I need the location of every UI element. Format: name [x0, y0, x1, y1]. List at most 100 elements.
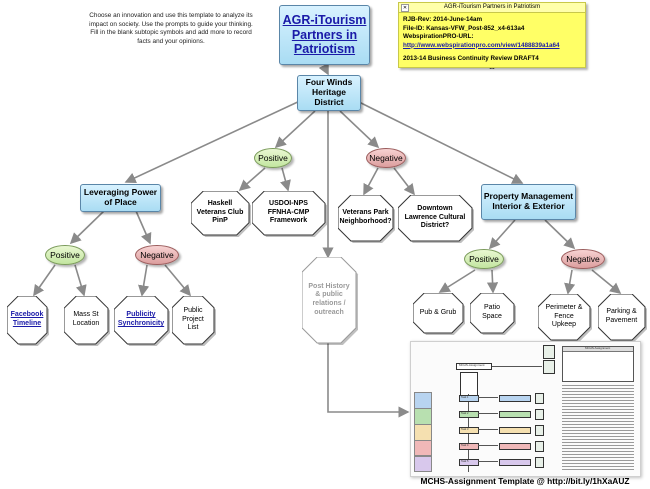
property-negative[interactable]: Negative — [561, 249, 605, 269]
template-header-bar — [563, 347, 633, 352]
task-output-box[interactable] — [499, 427, 531, 434]
leaf-mass-st-label: Mass St Location — [72, 311, 100, 327]
note-title: AGR-iTourism Partners in Patriotism — [443, 4, 541, 10]
note-url-link[interactable]: http://www.webspirationpro.com/view/1488… — [403, 41, 560, 49]
task-label: Task 1 — [461, 396, 469, 399]
close-icon[interactable]: ✕ — [401, 4, 409, 12]
leaf-facebook-shape — [7, 296, 49, 346]
info-note: ✕ AGR-iTourism Partners in Patriotism RJ… — [398, 2, 586, 71]
leaf-patio-shape — [470, 293, 516, 335]
template-thumbnail[interactable]: MCHS-Assignment MCHS Assignment Task 1 Ta… — [410, 341, 641, 477]
leaf-pub-grub[interactable]: Pub & Grub — [413, 293, 465, 335]
leaf-parking-shape — [598, 294, 647, 342]
leaf-post-history-shape — [302, 257, 358, 345]
property-positive[interactable]: Positive — [464, 249, 504, 269]
leaf-downtown-label: Downtown Lawrence Cultural District? — [404, 204, 466, 230]
task-lane — [414, 456, 432, 472]
root-node[interactable]: AGR-iTourism Partners in Patriotism — [279, 5, 370, 65]
leaf-publicity-shape — [114, 296, 170, 346]
task-box[interactable]: Task 5 — [459, 459, 479, 466]
task-box[interactable]: Task 3 — [459, 427, 479, 434]
task-link-line — [478, 413, 498, 414]
template-caption[interactable]: MCHS-Assignment Template @ http://bit.ly… — [420, 476, 630, 486]
leaf-haskell[interactable]: Haskell Veterans Club PinP — [191, 191, 251, 237]
task-description-box — [460, 372, 478, 396]
leaf-public-project[interactable]: Public Project List — [172, 296, 216, 346]
task-link-line — [478, 429, 498, 430]
task-box[interactable]: Task 1 — [459, 395, 479, 402]
task-link-line — [478, 445, 498, 446]
note-ellipsis: ... — [489, 63, 495, 71]
assignment-box: MCHS-Assignment — [456, 363, 492, 370]
leaf-publicity[interactable]: Publicity Synchronicity — [114, 296, 170, 346]
task-box[interactable]: Task 4 — [459, 443, 479, 450]
leaf-haskell-shape — [191, 191, 251, 237]
leaf-veterans-park-shape — [338, 195, 395, 243]
leaf-parking-label: Parking & Pavement — [605, 308, 638, 324]
note-titlebar: ✕ AGR-iTourism Partners in Patriotism — [399, 3, 585, 13]
task-label: Task 5 — [461, 460, 469, 463]
doc-icon — [535, 393, 544, 404]
note-url-label: WebspirationPRO-URL: — [403, 33, 474, 40]
root-node-label: AGR-iTourism Partners in Patriotism — [282, 13, 367, 57]
leaf-mass-st[interactable]: Mass St Location — [64, 296, 110, 346]
doc-icon — [535, 409, 544, 420]
property-node[interactable]: Property Management Interior & Exterior — [481, 184, 576, 220]
task-output-box[interactable] — [499, 459, 531, 466]
doc-icon-1 — [543, 345, 555, 359]
leaf-perimeter-label: Perimeter & Fence Upkeep — [545, 303, 583, 329]
leaf-public-project-shape — [172, 296, 216, 346]
middle-negative[interactable]: Negative — [366, 148, 406, 168]
task-box[interactable]: Task 2 — [459, 411, 479, 418]
leaf-public-project-label: Public Project List — [182, 306, 204, 332]
task-output-box[interactable] — [499, 411, 531, 418]
leveraging-negative[interactable]: Negative — [135, 245, 179, 265]
leaf-facebook-label: Facebook Timeline — [10, 311, 44, 327]
leaf-downtown[interactable]: Downtown Lawrence Cultural District? — [398, 195, 474, 243]
leaf-veterans-park-label: Veterans Park Neighborhood? — [339, 209, 392, 225]
leaf-perimeter[interactable]: Perimeter & Fence Upkeep — [538, 294, 592, 342]
leaf-haskell-label: Haskell Veterans Club PinP — [196, 199, 244, 225]
leaf-veterans-park[interactable]: Veterans Park Neighborhood? — [338, 195, 395, 243]
leaf-parking[interactable]: Parking & Pavement — [598, 294, 647, 342]
leaf-publicity-label: Publicity Synchronicity — [117, 311, 165, 327]
leaf-post-history[interactable]: Post History & public relations / outrea… — [302, 257, 358, 345]
doc-icon-2 — [543, 360, 555, 374]
assignment-label: MCHS-Assignment — [459, 363, 485, 367]
instructions-text — [562, 383, 634, 471]
leaf-mass-st-shape — [64, 296, 110, 346]
task-label: Task 3 — [461, 428, 469, 431]
leaf-pub-grub-shape — [413, 293, 465, 335]
leaf-facebook[interactable]: Facebook Timeline — [7, 296, 49, 346]
leveraging-node[interactable]: Leveraging Power of Place — [80, 184, 161, 212]
template-header: MCHS Assignment — [562, 346, 634, 382]
intro-text: Choose an innovation and use this templa… — [89, 12, 253, 45]
task-link-line — [478, 461, 498, 462]
task-lane — [414, 440, 432, 456]
leaf-pub-grub-label: Pub & Grub — [419, 308, 457, 316]
leaf-patio[interactable]: Patio Space — [470, 293, 516, 335]
doc-icon — [535, 425, 544, 436]
leaf-perimeter-shape — [538, 294, 592, 342]
template-header-label: MCHS Assignment — [585, 346, 611, 350]
leaf-usdoi-shape — [252, 191, 327, 237]
leveraging-positive[interactable]: Positive — [45, 245, 85, 265]
leaf-patio-label: Patio Space — [482, 304, 502, 320]
middle-positive[interactable]: Positive — [254, 148, 292, 168]
leaf-usdoi-label: USDOI-NPS FFNHA-CMP Framework — [267, 199, 310, 225]
task-label: Task 4 — [461, 444, 469, 447]
note-rev: RJB-Rev: 2014-June-14am — [403, 16, 483, 23]
leaf-post-history-label: Post History & public relations / outrea… — [308, 282, 350, 316]
leaf-downtown-shape — [398, 195, 474, 243]
doc-icon — [535, 441, 544, 452]
leaf-usdoi[interactable]: USDOI-NPS FFNHA-CMP Framework — [252, 191, 327, 237]
four-winds-node[interactable]: Four Winds Heritage District — [297, 75, 361, 111]
task-label: Task 2 — [461, 412, 469, 415]
task-link-line — [478, 397, 498, 398]
doc-icon — [535, 457, 544, 468]
task-output-box[interactable] — [499, 395, 531, 402]
assignment-line — [492, 366, 542, 367]
task-output-box[interactable] — [499, 443, 531, 450]
note-file-id: File-ID: Kansas-VFW_Post-852_x4-613a4 — [403, 24, 525, 32]
